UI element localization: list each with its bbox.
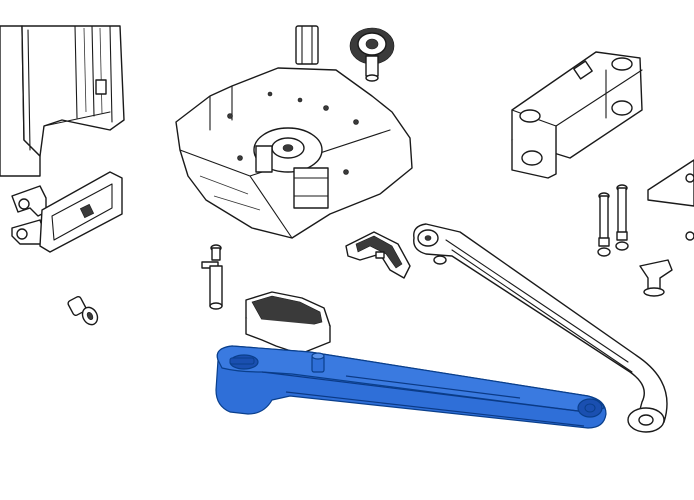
- cover-bracket[interactable]: [11, 171, 123, 253]
- motor-shaft[interactable]: [295, 25, 319, 65]
- release-cam[interactable]: [245, 291, 331, 355]
- gate-bracket[interactable]: [511, 51, 643, 179]
- drive-gear[interactable]: [349, 27, 395, 82]
- limit-stop-cam[interactable]: [345, 231, 411, 279]
- bolt[interactable]: [597, 184, 629, 257]
- dowel-pin[interactable]: [201, 244, 223, 310]
- gearbox-base[interactable]: [175, 67, 413, 239]
- wing-nut[interactable]: [639, 159, 694, 297]
- transmission-arm[interactable]: [215, 345, 607, 429]
- sliding-arm[interactable]: [413, 223, 668, 433]
- pin[interactable]: [67, 296, 100, 328]
- gearmotor-cover[interactable]: [0, 25, 125, 177]
